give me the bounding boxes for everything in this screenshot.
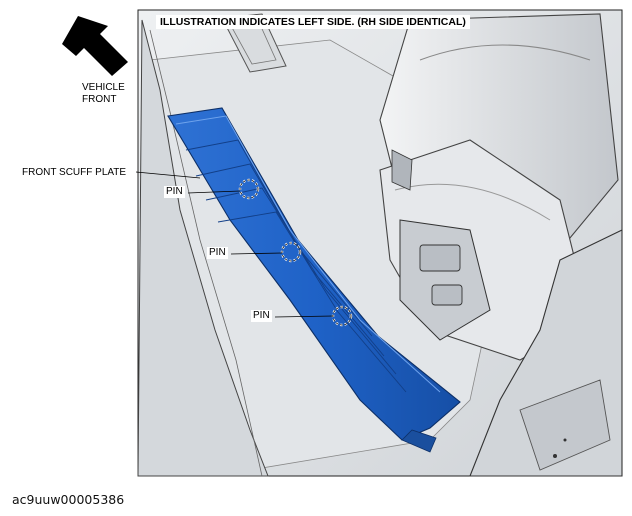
front-scuff-plate	[167, 107, 461, 453]
vehicle-front-label: VEHICLE FRONT	[82, 82, 125, 105]
pin-label-2: PIN	[207, 247, 228, 259]
vehicle-front-line-1: VEHICLE	[82, 82, 125, 93]
pin-label-1: PIN	[164, 186, 185, 198]
banner-caption: ILLUSTRATION INDICATES LEFT SIDE. (RH SI…	[156, 15, 470, 30]
vehicle-front-line-2: FRONT	[82, 93, 117, 105]
image-code: ac9uuw00005386	[12, 492, 125, 507]
vehicle-front-arrow-icon	[62, 16, 128, 76]
front-scuff-plate-label: FRONT SCUFF PLATE	[22, 167, 127, 178]
interior-scene	[137, 9, 623, 477]
pin-label-3: PIN	[251, 310, 272, 322]
leader-lines	[135, 171, 334, 318]
